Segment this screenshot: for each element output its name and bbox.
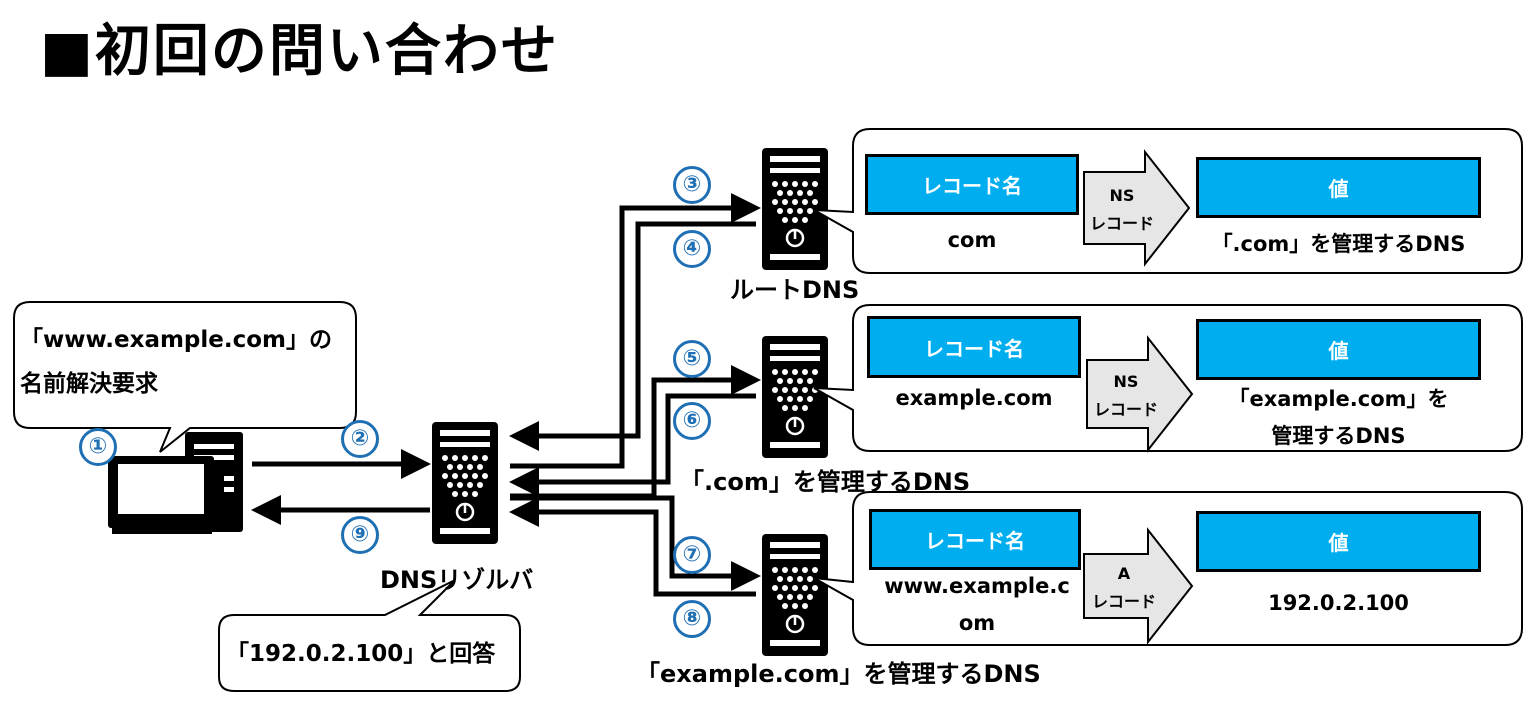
resolver-server-icon [430, 420, 500, 546]
arrow-step-8 [509, 497, 756, 597]
arrow-step-4 [509, 221, 756, 451]
record-type-1: NS レコード [1090, 182, 1154, 238]
arrow-step-7 [510, 495, 761, 591]
answer-speech-bubble [218, 579, 521, 692]
record-name-header-1: レコード名 [865, 154, 1079, 215]
record-type-suffix-2: レコード [1094, 400, 1159, 419]
step-1-badge: ① [79, 428, 117, 466]
client-bubble-line2: 名前解決要求 [20, 371, 158, 397]
client-pc-icon [108, 432, 243, 534]
record-name-2: example.com [895, 386, 1053, 410]
com-dns-server-icon [760, 334, 830, 460]
record-type-suffix-1: レコード [1090, 214, 1155, 233]
step-9-badge: ⑨ [341, 516, 379, 554]
record-type-label-1: NS [1109, 186, 1135, 205]
record-name-3-line1: www.example.c [884, 574, 1070, 598]
record-type-label-2: NS [1113, 372, 1139, 391]
step-6-badge: ⑥ [673, 402, 711, 440]
step-2-badge: ② [341, 420, 379, 458]
record-value-1: 「.com」を管理するDNS [1211, 232, 1466, 256]
ns-arrow-shape-2 [1086, 335, 1194, 453]
arrow-step-6 [509, 393, 756, 497]
example-dns-label: 「example.com」を管理するDNS [636, 660, 1041, 688]
step-4-badge: ④ [673, 230, 711, 268]
arrow-step-3 [510, 193, 761, 469]
com-dns-label: 「.com」を管理するDNS [680, 468, 971, 496]
record-type-2: NS レコード [1094, 368, 1158, 424]
root-dns-label: ルートDNS [730, 276, 860, 304]
record-type-suffix-3: レコード [1092, 592, 1157, 611]
resolver-label: DNSリゾルバ [380, 566, 534, 594]
client-bubble-line1: 「www.example.com」の [20, 327, 333, 353]
record-value-header-2: 値 [1196, 319, 1481, 380]
step-7-badge: ⑦ [673, 536, 711, 574]
record-value-2-line2: 管理するDNS [1271, 424, 1406, 448]
record-value-2-line1: 「example.com」を [1228, 387, 1449, 411]
client-speech-bubble [13, 301, 357, 453]
ns-arrow-shape-1 [1083, 149, 1191, 267]
record-type-3: A レコード [1092, 560, 1156, 616]
a-arrow-shape [1083, 527, 1194, 645]
page-title: ■初回の問い合わせ [40, 19, 559, 84]
record-value-header-1: 値 [1196, 157, 1481, 218]
record-name-1: com [947, 228, 997, 252]
root-dns-server-icon [760, 146, 830, 272]
record-name-header-2: レコード名 [867, 316, 1081, 378]
step-5-badge: ⑤ [673, 340, 711, 378]
example-dns-server-icon [760, 532, 830, 658]
answer-bubble-text: 「192.0.2.100」と回答 [226, 641, 496, 667]
record-type-label-3: A [1117, 564, 1131, 583]
record-name-header-3: レコード名 [869, 509, 1081, 570]
record-name-3-line2: om [958, 611, 996, 635]
record-value-header-3: 値 [1196, 511, 1481, 572]
step-8-badge: ⑧ [673, 600, 711, 638]
step-3-badge: ③ [673, 166, 711, 204]
record-value-3: 192.0.2.100 [1268, 591, 1409, 615]
